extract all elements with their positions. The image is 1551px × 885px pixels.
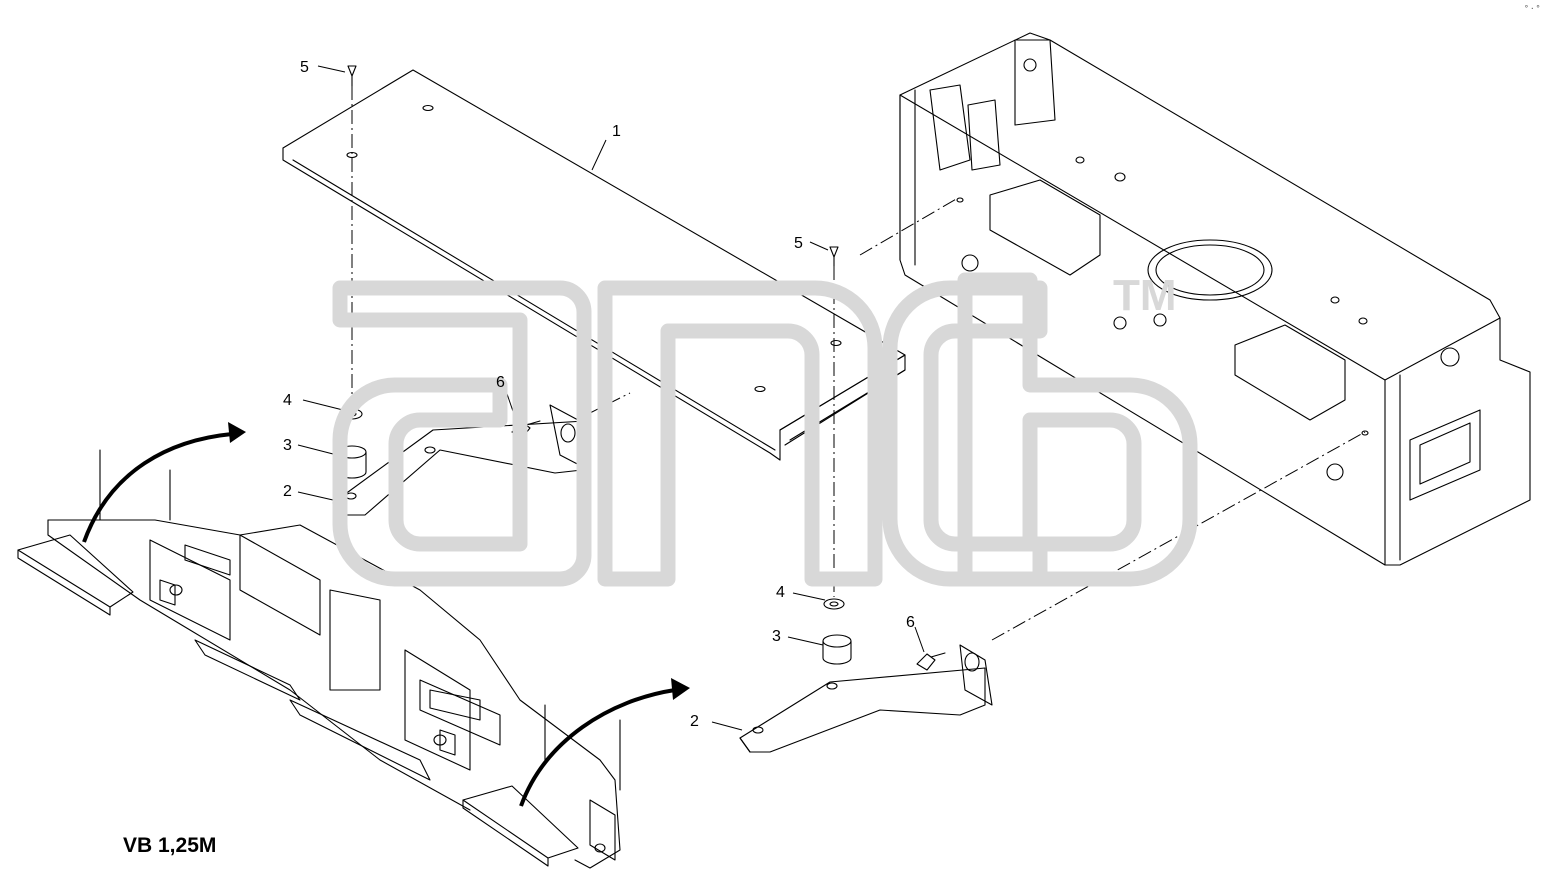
diagram-caption: VB 1,25M [123,834,217,857]
callout-left-4: 4 [283,392,292,409]
callout-left-6: 6 [496,374,505,391]
right-bracket-assembly [739,246,993,753]
center-lines [351,86,1366,641]
arrows [82,422,690,807]
callout-left-5: 5 [300,59,309,76]
arrow-right-curve [519,688,676,807]
callout-left-2: 2 [283,483,292,500]
callout-right-3: 3 [772,628,781,645]
watermark-logo [332,272,1198,587]
callout-1: 1 [612,123,621,140]
callout-right-6: 6 [906,614,915,631]
callout-right-5: 5 [794,235,803,252]
callout-right-2: 2 [690,713,699,730]
callout-left-3: 3 [283,437,292,454]
arrow-left-head [228,422,246,443]
arrow-right-head [671,678,690,700]
screed-overview [17,449,621,869]
arrow-left-curve [82,432,233,543]
chassis-frame [899,32,1531,566]
callout-right-4: 4 [776,584,785,601]
cover-plate [282,69,906,461]
corner-mark: °·° [1524,4,1542,13]
watermark-trademark: TM [1113,271,1177,320]
